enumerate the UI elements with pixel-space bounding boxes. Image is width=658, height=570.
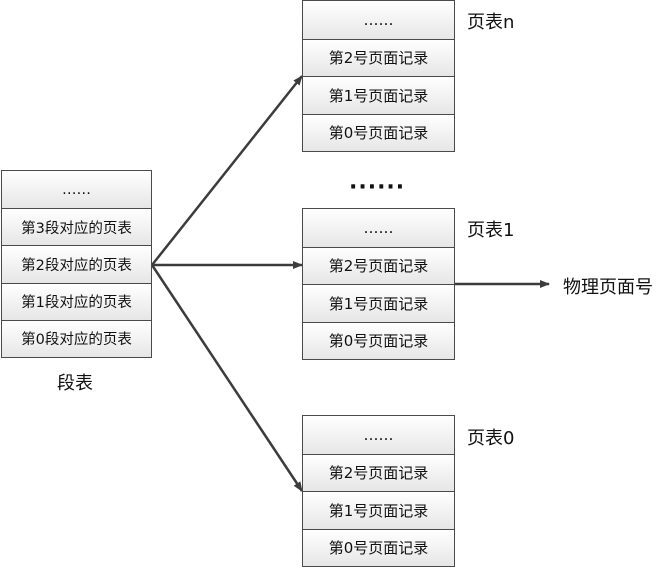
segment-table: …… 第3段对应的页表 第2段对应的页表 第1段对应的页表 第0段对应的页表	[1, 170, 152, 358]
page-row-0: 第0号页面记录	[303, 528, 454, 566]
page-table-n: …… 第2号页面记录 第1号页面记录 第0号页面记录	[302, 0, 455, 152]
segment-row-2: 第2段对应的页表	[2, 245, 151, 283]
page-table-0-label: 页表0	[467, 428, 515, 449]
page-row-1: 第1号页面记录	[303, 284, 454, 322]
page-table-0: …… 第2号页面记录 第1号页面记录 第0号页面记录	[302, 415, 455, 567]
segment-row-3: 第3段对应的页表	[2, 208, 151, 246]
arrow-to-page-table-0	[150, 264, 304, 492]
page-table-1: …… 第2号页面记录 第1号页面记录 第0号页面记录	[302, 208, 455, 360]
page-table-1-label: 页表1	[467, 220, 515, 241]
page-row-ellipsis: ……	[303, 209, 454, 247]
page-row-1: 第1号页面记录	[303, 76, 454, 114]
page-row-ellipsis: ……	[303, 1, 454, 39]
page-row-2: 第2号页面记录	[303, 453, 454, 491]
segment-row-ellipsis: ……	[2, 171, 151, 209]
segment-row-1: 第1段对应的页表	[2, 282, 151, 320]
segment-table-label: 段表	[57, 373, 93, 394]
page-table-n-label: 页表n	[467, 12, 515, 33]
segment-row-0: 第0段对应的页表	[2, 319, 151, 357]
page-row-ellipsis: ……	[303, 416, 454, 454]
page-row-0: 第0号页面记录	[303, 113, 454, 151]
tables-ellipsis: ······	[349, 175, 406, 200]
page-row-2: 第2号页面记录	[303, 246, 454, 284]
physical-page-label: 物理页面号	[563, 277, 653, 298]
page-row-1: 第1号页面记录	[303, 491, 454, 529]
page-row-2: 第2号页面记录	[303, 38, 454, 76]
page-row-0: 第0号页面记录	[303, 321, 454, 359]
arrow-to-page-table-n	[151, 75, 303, 266]
